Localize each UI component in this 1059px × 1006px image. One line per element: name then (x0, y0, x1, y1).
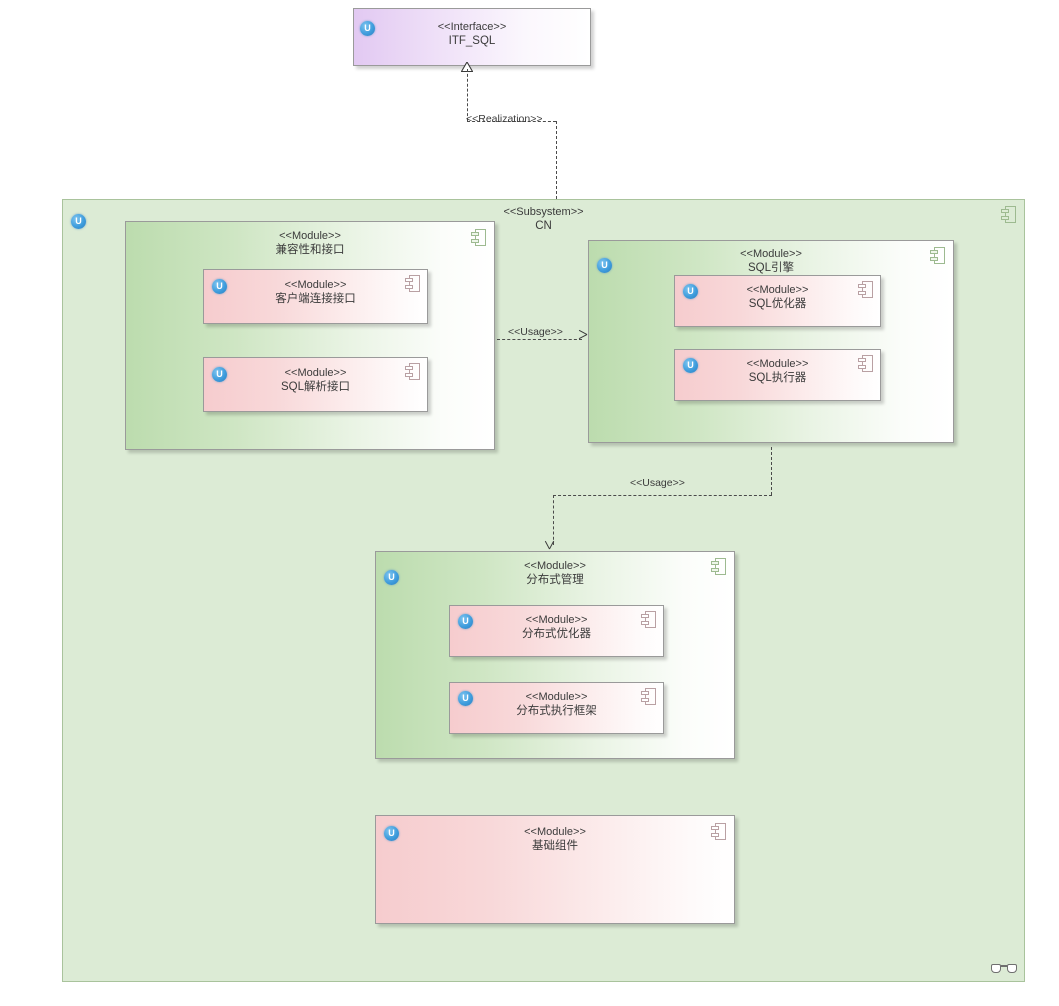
distributed-execution-uml-badge-icon (458, 691, 473, 706)
sql-optimizer-name: SQL优化器 (748, 298, 807, 310)
module-node-client-connection-interface[interactable]: <<Module>> 客户端连接接口 (203, 269, 428, 324)
sql-parse-component-icon (405, 363, 420, 380)
sql-parse-name: SQL解析接口 (280, 381, 350, 393)
subsystem-component-icon (1001, 206, 1016, 223)
usage2-arrow-icon (549, 540, 559, 550)
sql-engine-stereotype: <<Module>> (740, 248, 802, 260)
subsystem-uml-badge-icon (71, 214, 86, 229)
distributed-optimizer-name: 分布式优化器 (522, 628, 591, 640)
sql-engine-uml-badge-icon (597, 258, 612, 273)
sql-executor-uml-badge-icon (683, 358, 698, 373)
distributed-stereotype: <<Module>> (524, 560, 586, 572)
realization-triangle-icon (460, 59, 474, 73)
module-node-compatibility[interactable]: <<Module>> 兼容性和接口 (125, 221, 495, 450)
module-node-foundation-components[interactable]: <<Module>> 基础组件 (375, 815, 735, 924)
distributed-execution-name: 分布式执行框架 (516, 705, 597, 717)
sql-parse-stereotype: <<Module>> (284, 367, 347, 379)
distributed-optimizer-uml-badge-icon (458, 614, 473, 629)
client-connection-uml-badge-icon (212, 279, 227, 294)
distributed-execution-component-icon (641, 688, 656, 705)
usage2-label: <<Usage>> (630, 477, 685, 489)
distributed-component-icon (711, 558, 726, 575)
glasses-icon[interactable] (991, 964, 1017, 976)
compatibility-component-icon (471, 229, 486, 246)
usage1-arrow-icon (578, 334, 588, 344)
sql-optimizer-stereotype: <<Module>> (746, 284, 809, 296)
module-node-distributed-optimizer[interactable]: <<Module>> 分布式优化器 (449, 605, 664, 657)
distributed-execution-stereotype: <<Module>> (525, 691, 588, 703)
realization-label: <<Realization>> (466, 113, 543, 125)
foundation-name: 基础组件 (532, 840, 578, 852)
compatibility-name: 兼容性和接口 (275, 244, 345, 256)
subsystem-stereotype: <<Subsystem>> (503, 206, 584, 218)
compatibility-stereotype: <<Module>> (279, 230, 341, 242)
distributed-optimizer-component-icon (641, 611, 656, 628)
distributed-uml-badge-icon (384, 570, 399, 585)
foundation-uml-badge-icon (384, 826, 399, 841)
client-connection-stereotype: <<Module>> (284, 279, 347, 291)
distributed-optimizer-stereotype: <<Module>> (525, 614, 588, 626)
uml-interface-badge-icon (360, 21, 375, 36)
sql-engine-component-icon (930, 247, 945, 264)
sql-executor-name: SQL执行器 (748, 372, 807, 384)
interface-stereotype: <<Interface>> (437, 21, 507, 33)
client-connection-name: 客户端连接接口 (275, 293, 356, 305)
module-node-sql-executor[interactable]: <<Module>> SQL执行器 (674, 349, 881, 401)
module-node-sql-engine[interactable]: <<Module>> SQL引擎 (588, 240, 954, 443)
sql-engine-name: SQL引擎 (747, 262, 794, 274)
realization-line-vertical-lower (556, 121, 557, 199)
sql-parse-uml-badge-icon (212, 367, 227, 382)
interface-name: ITF_SQL (448, 35, 496, 47)
sql-optimizer-uml-badge-icon (683, 284, 698, 299)
sql-optimizer-component-icon (858, 281, 873, 298)
sql-executor-component-icon (858, 355, 873, 372)
module-node-sql-parse-interface[interactable]: <<Module>> SQL解析接口 (203, 357, 428, 412)
module-node-distributed-execution-framework[interactable]: <<Module>> 分布式执行框架 (449, 682, 664, 734)
module-node-sql-optimizer[interactable]: <<Module>> SQL优化器 (674, 275, 881, 327)
interface-node-itf-sql[interactable]: <<Interface>> ITF_SQL (353, 8, 591, 66)
client-connection-component-icon (405, 275, 420, 292)
foundation-component-icon (711, 823, 726, 840)
sql-executor-stereotype: <<Module>> (746, 358, 809, 370)
usage1-label: <<Usage>> (508, 326, 563, 338)
foundation-stereotype: <<Module>> (524, 826, 586, 838)
distributed-name: 分布式管理 (526, 574, 584, 586)
